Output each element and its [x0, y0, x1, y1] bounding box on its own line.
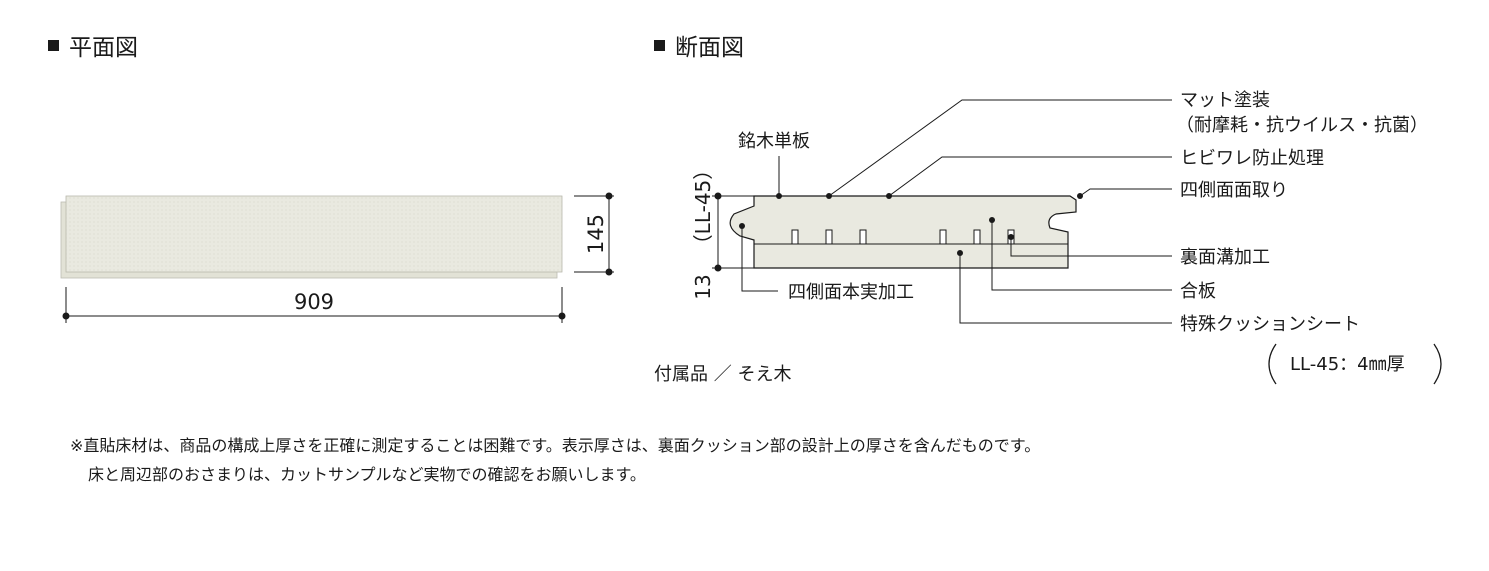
label-meiboku: 銘木単板	[738, 131, 810, 152]
thickness-alt-label: （LL-45）	[691, 160, 715, 255]
square-bullet-icon	[48, 39, 59, 51]
leader-dot	[776, 193, 782, 199]
label-honzane: 四側面本実加工	[788, 282, 914, 303]
plan-height-label: 145	[584, 214, 608, 254]
section-thickness-dimension	[712, 192, 754, 272]
plan-width-dimension	[62, 287, 566, 323]
dim-dot	[605, 192, 613, 200]
groove	[939, 229, 947, 245]
label-accessory: 付属品 ／ そえ木	[654, 364, 791, 385]
plan-width-label: 909	[294, 290, 334, 314]
section-view-title: 断面図	[675, 35, 744, 61]
groove	[973, 229, 981, 245]
thickness-total-label: 13	[691, 274, 715, 299]
plan-view-heading: 平面図	[48, 28, 138, 62]
leader-dot	[886, 193, 892, 199]
dim-dot	[62, 312, 70, 320]
section-view-heading: 断面図	[654, 28, 744, 62]
groove	[791, 229, 799, 245]
leader-honzane	[741, 226, 778, 292]
leader-dot	[739, 223, 745, 229]
label-gouban: 合板	[1180, 281, 1216, 302]
dim-dot	[558, 312, 566, 320]
leader-uramen	[1010, 237, 1172, 257]
leader-cushion	[959, 253, 1172, 324]
label-cushion-spec: LL-45：4㎜厚	[1290, 354, 1405, 375]
note-line-2: 床と周辺部のおさまりは、カットサンプルなど実物での確認をお願いします。	[88, 465, 646, 484]
leader-dot	[1077, 193, 1083, 199]
label-matt-sub: （耐摩耗・抗ウイルス・抗菌）	[1176, 115, 1428, 136]
plan-view-title: 平面図	[69, 35, 138, 61]
paren-right-icon	[1433, 343, 1442, 385]
label-matt: マット塗装	[1180, 89, 1270, 111]
leader-lines	[741, 99, 1172, 324]
leader-gouban	[991, 220, 1172, 291]
plan-height-dimension	[574, 192, 614, 276]
label-cushion: 特殊クッションシート	[1180, 314, 1360, 335]
section-labels: 銘木単板 マット塗装 （耐摩耗・抗ウイルス・抗菌） ヒビワレ防止処理 四側面面取…	[654, 89, 1428, 385]
leader-dot	[826, 193, 832, 199]
leader-matt	[828, 99, 1172, 197]
label-uramen: 裏面溝加工	[1180, 247, 1270, 268]
groove	[859, 229, 867, 245]
leader-dot	[957, 250, 963, 256]
groove	[825, 229, 833, 245]
leader-dot	[1008, 234, 1014, 240]
label-hibiware: ヒビワレ防止処理	[1180, 148, 1324, 169]
note-line-1: ※直貼床材は、商品の構成上厚さを正確に測定することは困難です。表示厚さは、裏面ク…	[70, 436, 1041, 455]
square-bullet-icon	[654, 39, 665, 51]
dim-dot	[714, 264, 722, 272]
plan-board-face	[65, 195, 563, 273]
leader-mentori	[1079, 188, 1172, 197]
dim-dot	[714, 192, 722, 200]
plan-board	[60, 195, 563, 279]
leader-dots	[739, 193, 1083, 256]
leader-hibiware	[888, 156, 1172, 197]
dim-dot	[605, 268, 613, 276]
label-mentori: 四側面面取り	[1180, 180, 1288, 201]
leader-dot	[989, 217, 995, 223]
section-board	[729, 195, 1077, 269]
paren-left-icon	[1268, 343, 1277, 385]
